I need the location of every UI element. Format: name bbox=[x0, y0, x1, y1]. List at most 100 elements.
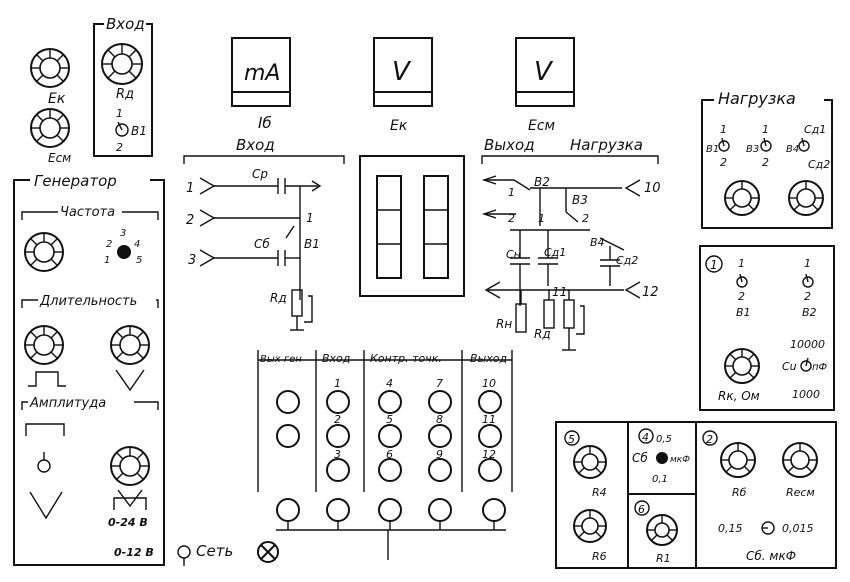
freq-pos-3: 3 bbox=[120, 228, 126, 239]
jack-out-12-num: 12 bbox=[482, 448, 496, 461]
frequency-selector[interactable] bbox=[117, 245, 131, 259]
circuit-load-title: Нагрузка bbox=[570, 136, 643, 154]
b1-label: В1 bbox=[304, 237, 320, 251]
pulse-negative-icon bbox=[115, 369, 145, 392]
load-cd1-label: Сд1 bbox=[804, 123, 826, 136]
jack-in-2-num: 2 bbox=[334, 413, 341, 426]
section-1-badge bbox=[705, 255, 723, 273]
jack-in-1[interactable] bbox=[326, 390, 350, 414]
load-b3-n2: 2 bbox=[762, 156, 769, 169]
frequency-knob[interactable] bbox=[24, 232, 64, 272]
load-b1-n2: 2 bbox=[720, 156, 727, 169]
jack-out-11[interactable] bbox=[478, 424, 502, 448]
freq-pos-4: 4 bbox=[134, 239, 140, 250]
duration-knob-1[interactable] bbox=[24, 325, 64, 365]
r1-label: R1 bbox=[656, 552, 671, 565]
section-5-num: 5 bbox=[568, 433, 575, 446]
load-b1-switch[interactable] bbox=[721, 137, 725, 147]
jack-ctrl-9[interactable] bbox=[428, 458, 452, 482]
jack-ctrl-4[interactable] bbox=[378, 390, 402, 414]
v-ek-meter-label: Ек bbox=[390, 118, 408, 134]
jack-ctrl-8-num: 8 bbox=[436, 413, 443, 426]
jack-in-2[interactable] bbox=[326, 424, 350, 448]
r6-knob[interactable] bbox=[573, 509, 607, 543]
jack-gen-1[interactable] bbox=[276, 390, 300, 414]
section-6-badge bbox=[634, 500, 650, 516]
rk-knob[interactable] bbox=[724, 348, 760, 384]
jack-in-3-num: 3 bbox=[334, 448, 341, 461]
amplitude-knob[interactable] bbox=[110, 446, 150, 486]
sec4-unit: мкФ bbox=[670, 455, 690, 465]
section-2-badge bbox=[702, 430, 718, 446]
indicator-display bbox=[359, 155, 465, 297]
sec1-b1-switch[interactable] bbox=[739, 273, 743, 283]
generator-title: Генератор bbox=[34, 172, 117, 190]
v-ek-meter bbox=[373, 37, 433, 107]
b2-label: В2 bbox=[534, 175, 550, 189]
jack-ctrl-8[interactable] bbox=[428, 424, 452, 448]
jack-in-1-num: 1 bbox=[334, 377, 341, 390]
jack-bottom-1[interactable] bbox=[276, 498, 300, 522]
jack-ctrl-6[interactable] bbox=[378, 458, 402, 482]
sec1-b2-switch[interactable] bbox=[805, 273, 809, 283]
amplitude-negative-icon bbox=[29, 491, 63, 520]
esm-knob[interactable] bbox=[30, 108, 70, 148]
cb-label: Сб bbox=[254, 237, 270, 251]
sec4-top-value: 0,5 bbox=[656, 434, 672, 445]
sec4-c-switch[interactable] bbox=[656, 452, 668, 464]
cd2-label: Сд2 bbox=[616, 254, 638, 267]
v-esm-meter-face: V bbox=[534, 57, 554, 87]
jack-bottom-4[interactable] bbox=[428, 498, 452, 522]
load-b4-switch[interactable] bbox=[801, 137, 805, 147]
jack-ctrl-7[interactable] bbox=[428, 390, 452, 414]
sec2-c-switch[interactable] bbox=[761, 521, 775, 535]
duration-knob-2[interactable] bbox=[110, 325, 150, 365]
jack-out-12[interactable] bbox=[478, 458, 502, 482]
ra-input-knob[interactable] bbox=[101, 43, 143, 85]
input-circuit bbox=[199, 177, 322, 331]
load-box-title: Нагрузка bbox=[718, 89, 796, 108]
load-b1-label: В1 bbox=[706, 144, 719, 155]
rb-knob[interactable] bbox=[720, 442, 756, 478]
resm-knob[interactable] bbox=[782, 442, 818, 478]
load-knob-2[interactable] bbox=[788, 180, 824, 216]
sec4-c-label: Сб bbox=[632, 451, 648, 465]
r4-label: R4 bbox=[592, 486, 607, 499]
jack-ctrl-5-num: 5 bbox=[386, 413, 393, 426]
jack-gen-2[interactable] bbox=[276, 424, 300, 448]
jack-bottom-3[interactable] bbox=[378, 498, 402, 522]
circuit-output-bracket bbox=[481, 155, 659, 164]
load-b3-switch[interactable] bbox=[763, 137, 767, 147]
sec2-left-value: 0,15 bbox=[718, 522, 743, 535]
jack-bottom-2[interactable] bbox=[326, 498, 350, 522]
load-knob-1[interactable] bbox=[724, 180, 760, 216]
freq-pos-1: 1 bbox=[104, 255, 110, 266]
sec1-b2-n2: 2 bbox=[804, 290, 811, 303]
ek-knob[interactable] bbox=[30, 48, 70, 88]
r4-knob[interactable] bbox=[573, 445, 607, 479]
jack-ctrl-5[interactable] bbox=[378, 424, 402, 448]
power-lamp-icon bbox=[257, 541, 279, 563]
b2-n2: 2 bbox=[508, 212, 515, 225]
r6-label: R6 bbox=[592, 550, 607, 563]
sec4-bottom-value: 0,1 bbox=[652, 474, 668, 485]
frequency-title: Частота bbox=[60, 205, 115, 220]
section-4-num: 4 bbox=[642, 431, 649, 444]
b1-input-switch[interactable] bbox=[115, 121, 129, 137]
cu-label: Сu bbox=[782, 360, 797, 373]
in-jack-3-num: 3 bbox=[188, 253, 196, 268]
amplitude-switch[interactable] bbox=[37, 452, 51, 473]
table-header-in: Вход bbox=[322, 352, 350, 365]
amplitude-pulse-icon bbox=[25, 423, 65, 436]
r1-knob[interactable] bbox=[646, 514, 678, 546]
rk-label: Rк, Ом bbox=[718, 389, 760, 403]
cu-switch[interactable] bbox=[800, 357, 812, 372]
power-switch[interactable] bbox=[177, 545, 191, 566]
jack-in-3[interactable] bbox=[326, 458, 350, 482]
load-b1-n1: 1 bbox=[720, 123, 727, 136]
jack-out-10[interactable] bbox=[478, 390, 502, 414]
sec1-b2-n1: 1 bbox=[804, 257, 811, 270]
jack-ctrl-9-num: 9 bbox=[436, 448, 443, 461]
jack-bottom-5[interactable] bbox=[482, 498, 506, 522]
